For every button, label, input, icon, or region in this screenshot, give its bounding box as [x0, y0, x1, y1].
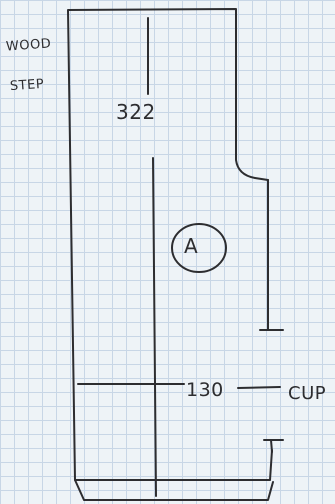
part-label: A: [184, 234, 199, 258]
part-label-circle: [171, 223, 227, 273]
cup-dimension-label: 130: [186, 379, 224, 401]
step-label: STEP: [9, 76, 45, 95]
centre-line: [152, 157, 157, 497]
top-dimension-label: 322: [116, 100, 156, 124]
step-base: [74, 479, 274, 501]
step-outline: [67, 8, 273, 481]
cup-dash: [237, 386, 281, 389]
wood-label: WOOD: [5, 36, 52, 55]
cup-rule: [270, 439, 273, 453]
cup-label: CUP: [288, 383, 327, 404]
